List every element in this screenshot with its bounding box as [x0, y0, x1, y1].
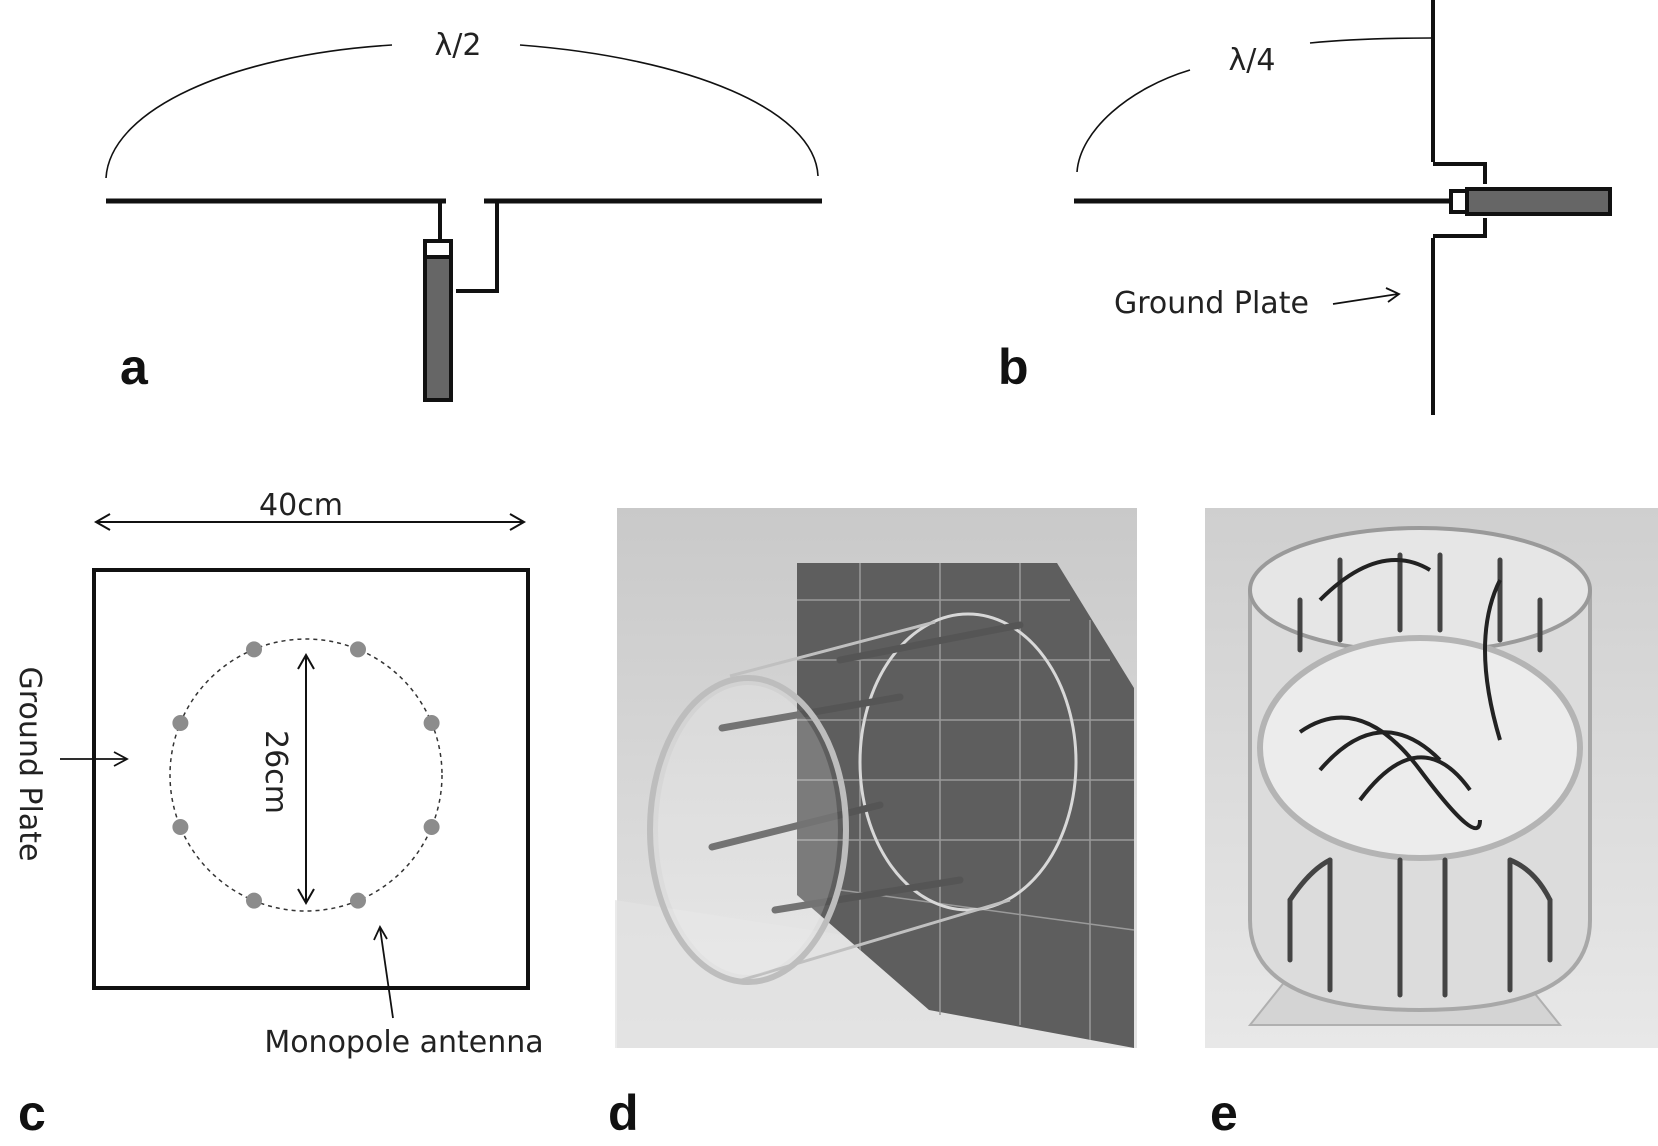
ground-plate-label-b: Ground Plate: [1114, 286, 1309, 321]
half-wave-arc-right: [519, 44, 819, 177]
ground-plate-arrow-c-head: [113, 751, 129, 767]
ground-plate-arrow-b: [1332, 293, 1399, 305]
width-arrow-right: [509, 513, 527, 531]
monopole-antenna-dots: [172, 641, 440, 909]
monopole-rods-photo: [708, 621, 1024, 914]
panel-e-photo: e: [1205, 508, 1658, 1141]
quarter-wave-arc-right: [1309, 37, 1433, 44]
panel-a-dipole: λ/2 a: [105, 28, 822, 402]
monopole-antenna-dot: [423, 715, 440, 731]
cylinder-sides: [729, 620, 1011, 984]
panel-label-d: d: [608, 1085, 639, 1141]
plate-grid: [797, 563, 1135, 1040]
coil-cables: [1298, 558, 1502, 831]
monopole-antenna-dot: [172, 819, 189, 835]
ground-plate-arrow-b-head: [1385, 287, 1401, 303]
half-wave-arc-left: [105, 44, 393, 179]
cylinder-glass: [658, 685, 838, 975]
monopole-antenna-dot: [172, 715, 189, 731]
monopole-antenna-dot: [246, 641, 262, 658]
width-label: 40cm: [259, 488, 343, 523]
feed-line-right: [456, 203, 499, 293]
monopole-antenna-dot: [350, 641, 366, 658]
monopole-antenna-dot: [350, 892, 366, 909]
monopole-arrow: [379, 927, 394, 1019]
monopole-antenna-dot: [423, 819, 440, 835]
coax-cable-b: [1465, 187, 1612, 216]
panel-c-layout: 40cm 26cm Ground Plate Monopole antenna …: [12, 488, 544, 1141]
panel-label-c: c: [18, 1085, 46, 1141]
antenna-ring: [169, 638, 443, 912]
monopole-antenna-label: Monopole antenna: [264, 1025, 543, 1060]
panel-label-a: a: [120, 339, 149, 395]
panel-label-b: b: [998, 339, 1029, 395]
panel-d-photo: d: [608, 508, 1137, 1141]
quarter-wave-arc-left: [1076, 69, 1191, 173]
ground-plate-label-c: Ground Plate: [12, 667, 47, 862]
quarter-wave-label: λ/4: [1229, 43, 1276, 78]
panel-label-e: e: [1210, 1085, 1238, 1141]
half-wave-label: λ/2: [435, 28, 482, 63]
cylinder-rim-front: [647, 675, 849, 985]
coax-connector: [423, 239, 453, 259]
coax-cable: [423, 255, 453, 402]
diameter-arrow-bottom: [297, 888, 315, 906]
diameter-arrow-top: [297, 652, 315, 670]
coax-connector-b: [1449, 189, 1469, 214]
coil-elements: [1287, 552, 1553, 998]
panel-b-monopole: λ/4 Ground Plate b: [998, 0, 1612, 415]
monopole-antenna-dot: [246, 892, 262, 909]
width-arrow-left: [93, 513, 111, 531]
ground-bracket-top: [1433, 162, 1487, 184]
coil-front-opening: [1257, 635, 1583, 861]
ground-plate-photo: [797, 563, 1134, 1048]
ground-plate-square: [92, 568, 530, 990]
cylinder-rim-back: [858, 612, 1078, 912]
monopole-arrow-head: [373, 925, 388, 941]
ground-bracket-bottom: [1433, 218, 1487, 238]
diameter-label: 26cm: [258, 730, 293, 814]
